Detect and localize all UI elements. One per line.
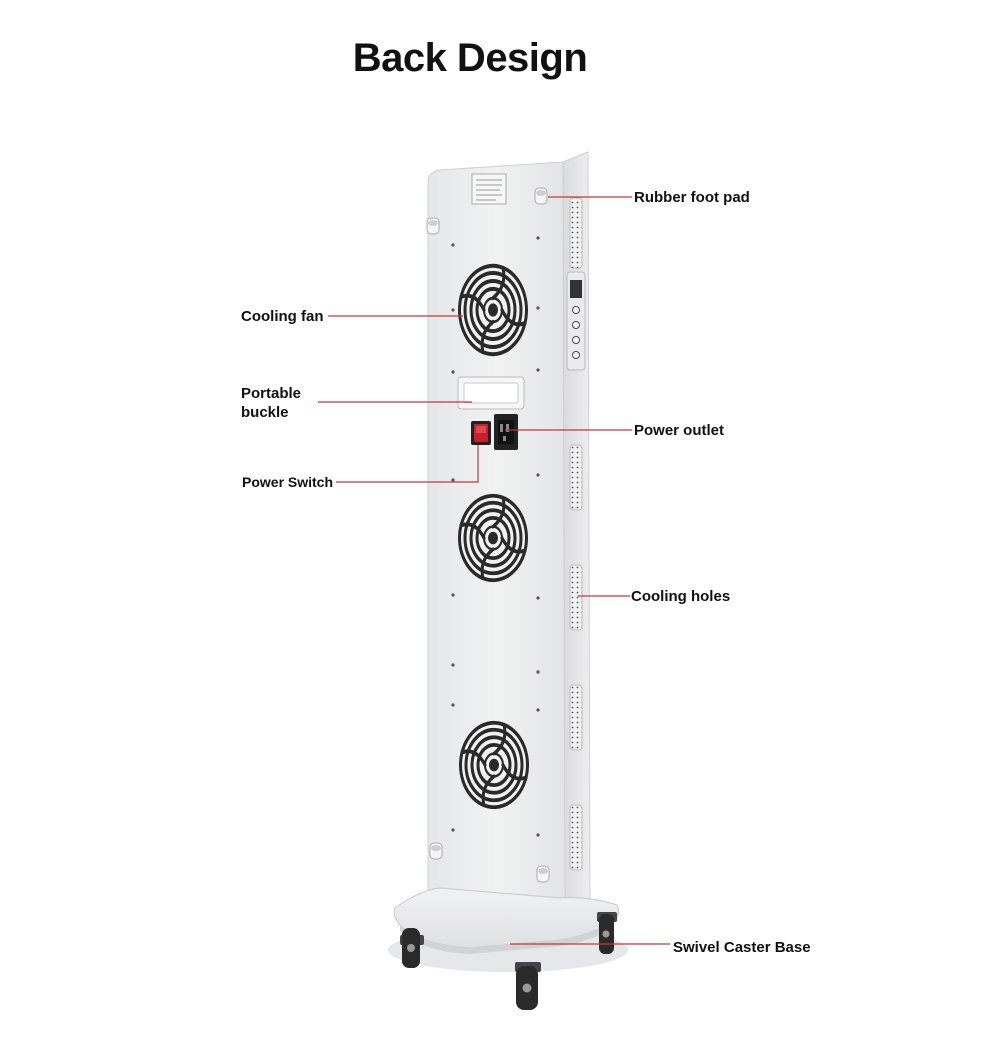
cooling-fan-bottom-icon bbox=[457, 719, 531, 811]
label-portable-buckle-line2: buckle bbox=[241, 404, 289, 421]
label-power-switch: Power Switch bbox=[242, 474, 334, 490]
label-power-outlet: Power outlet bbox=[634, 422, 725, 439]
label-swivel-caster-base: Swivel Caster Base bbox=[673, 939, 811, 956]
label-portable-buckle-line1: Portable bbox=[241, 385, 302, 402]
page-title: Back Design bbox=[352, 36, 588, 80]
power-switch-icon bbox=[471, 421, 491, 445]
power-outlet-icon bbox=[494, 414, 518, 450]
cooling-fan-middle-icon bbox=[456, 492, 530, 584]
cooling-fan-top-icon bbox=[456, 261, 530, 359]
label-cooling-holes: Cooling holes bbox=[631, 588, 731, 605]
label-cooling-fan: Cooling fan bbox=[241, 308, 324, 325]
label-rubber-foot-pad: Rubber foot pad bbox=[634, 189, 750, 206]
